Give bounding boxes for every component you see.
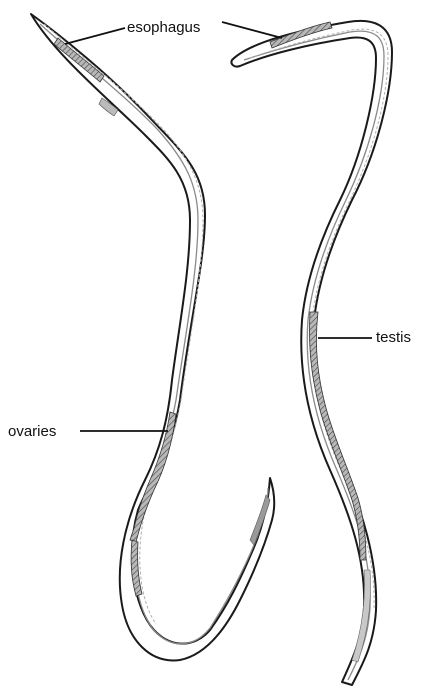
- esophagus-leader-right: [222, 22, 282, 38]
- labels: esophagus testis ovaries: [8, 19, 411, 440]
- esophagus-label: esophagus: [127, 19, 200, 36]
- male-worm: [231, 21, 392, 685]
- female-worm-gut: [40, 24, 268, 644]
- esophagus-leader-left: [65, 28, 125, 44]
- female-worm: [31, 14, 274, 660]
- testis-label: testis: [376, 329, 411, 346]
- ovaries-label: ovaries: [8, 423, 56, 440]
- female-esophagus: [54, 38, 104, 82]
- female-worm-body: [31, 14, 274, 660]
